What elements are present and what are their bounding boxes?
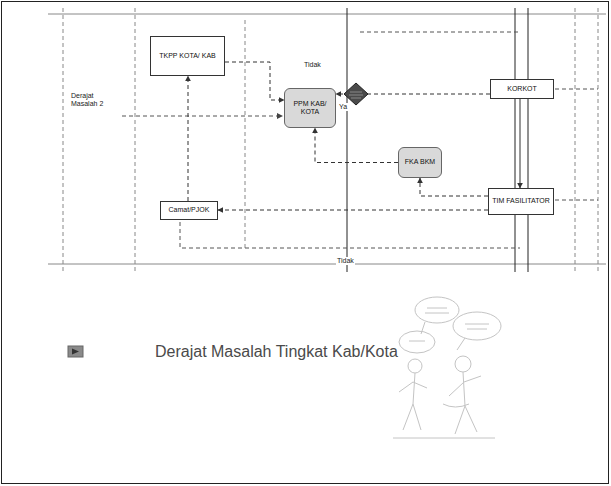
figure-head bbox=[408, 359, 422, 373]
lane-line bbox=[245, 20, 246, 250]
process-box: Camat/PJOK bbox=[160, 201, 218, 220]
lane-line bbox=[598, 8, 599, 272]
flow-connector bbox=[225, 62, 284, 100]
flow-connector bbox=[420, 178, 488, 196]
node-text: TIM FASILITATOR bbox=[492, 197, 550, 205]
slide-title: Derajat Masalah Tingkat Kab/Kota bbox=[155, 343, 398, 361]
flow-label: Tidak bbox=[336, 257, 355, 265]
diamond-marks bbox=[349, 92, 363, 98]
lane-line bbox=[48, 14, 606, 15]
return-line bbox=[180, 222, 520, 248]
node-text: FKA BKM bbox=[405, 158, 435, 166]
lane-line bbox=[347, 8, 348, 272]
cartoon-illustration bbox=[393, 297, 501, 438]
return-line bbox=[555, 200, 598, 201]
process-rounded-box: PPM KAB/ KOTA bbox=[284, 88, 336, 128]
decision-diamond bbox=[344, 83, 368, 105]
play-button bbox=[68, 346, 83, 357]
scribble bbox=[409, 308, 489, 341]
node-text: TKPP KOTA/ KAB bbox=[159, 52, 216, 60]
process-box: TKPP KOTA/ KAB bbox=[150, 36, 225, 76]
figure-body bbox=[449, 372, 481, 434]
speech-bubble bbox=[415, 297, 459, 323]
process-box: TIM FASILITATOR bbox=[488, 188, 554, 215]
flow-connector bbox=[315, 128, 398, 163]
speech-bubble bbox=[399, 331, 435, 353]
return-line bbox=[555, 89, 598, 90]
flow-connector bbox=[188, 76, 189, 201]
node-text: KORKOT bbox=[507, 85, 537, 93]
flow-label: Tidak bbox=[303, 61, 322, 69]
play-triangle bbox=[72, 349, 79, 355]
lane-line bbox=[135, 8, 136, 272]
return-line bbox=[360, 32, 520, 33]
swimlanes bbox=[48, 8, 606, 272]
process-rounded-box: FKA BKM bbox=[398, 147, 442, 178]
figure-head bbox=[455, 356, 471, 372]
process-box: KORKOT bbox=[490, 79, 554, 99]
figure-body bbox=[399, 373, 427, 430]
leader-line bbox=[122, 116, 278, 117]
node-text: Camat/PJOK bbox=[169, 206, 210, 214]
speech-bubble bbox=[453, 312, 501, 340]
flow-label: Derajat Masalah 2 bbox=[70, 92, 120, 108]
lane-line bbox=[63, 8, 64, 272]
leader-arrowhead bbox=[277, 113, 283, 119]
lane-line bbox=[48, 264, 606, 265]
lane-line bbox=[528, 8, 529, 272]
lane-line bbox=[515, 8, 516, 272]
play-icon bbox=[68, 346, 83, 357]
flow-connector bbox=[218, 210, 488, 211]
flow-label: Ya bbox=[338, 103, 348, 111]
lane-line bbox=[575, 8, 576, 272]
bubble-tail bbox=[421, 322, 465, 350]
node-text: PPM KAB/ KOTA bbox=[285, 100, 335, 116]
ground-sketch bbox=[393, 404, 495, 438]
flow-connector bbox=[520, 99, 521, 188]
